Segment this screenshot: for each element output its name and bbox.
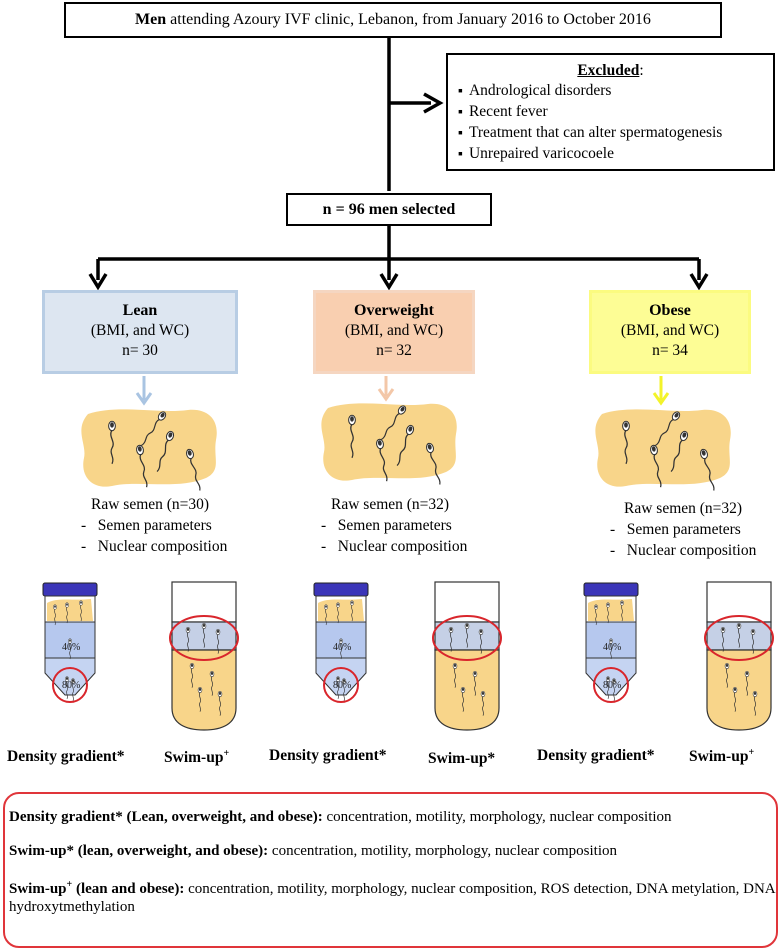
semen-sample-overweight xyxy=(321,403,456,485)
label-80-lean: 80% xyxy=(62,680,80,691)
summary-heading: Swim-up+ (lean and obese): xyxy=(9,879,185,897)
excluded-item: Treatment that can alter spermatogenesis xyxy=(458,123,773,144)
method-label-swim-up: Swim-up+ xyxy=(689,747,754,766)
method-label-swim-up: Swim-up* xyxy=(428,749,495,768)
group-criteria: (BMI, and WC) xyxy=(344,322,444,339)
raw-semen-obese: Raw semen (n=32) - Semen parameters - Nu… xyxy=(610,498,756,561)
method-label-swim-up: Swim-up+ xyxy=(164,748,229,767)
summary-text: concentration, motility, morphology, nuc… xyxy=(322,809,672,825)
nuclear-composition: - Nuclear composition xyxy=(610,542,757,559)
label-40-lean: 40% xyxy=(62,642,80,653)
group-count: n= 30 xyxy=(122,342,158,359)
method-label-density-gradient: Density gradient* xyxy=(537,747,655,764)
summary-heading: Density gradient* (Lean, overweight, and… xyxy=(9,809,323,825)
summary-heading: Swim-up* (lean, overweight, and obese): xyxy=(9,843,269,859)
label-80-obese: 80% xyxy=(603,680,621,691)
excluded-box: Excluded: Andrological disorders Recent … xyxy=(446,53,775,171)
swim-up-text: Swim-up xyxy=(164,749,224,767)
swim-up-text: Swim-up xyxy=(689,748,749,766)
excluded-colon: : xyxy=(639,62,644,79)
summary-heading-sup: + xyxy=(66,879,73,890)
summary-heading-post: (lean and obese): xyxy=(72,881,185,897)
nuclear-composition: - Nuclear composition xyxy=(81,538,228,555)
label-40-obese: 40% xyxy=(603,642,621,653)
exclusion-arrowhead xyxy=(423,92,444,114)
group-lean-box: Lean (BMI, and WC) n= 30 xyxy=(42,290,238,374)
arrowhead-overweight xyxy=(379,273,399,291)
summary-swim-up-plus: Swim-up+ (lean and obese): concentration… xyxy=(9,876,776,916)
swim-up-tube-lean xyxy=(170,582,238,730)
summary-box: Density gradient* (Lean, overweight, and… xyxy=(3,792,778,948)
swim-up-mark: + xyxy=(748,747,755,758)
swim-up-tube-obese xyxy=(705,582,773,730)
group-name: Overweight xyxy=(354,302,434,319)
summary-swim-up-star: Swim-up* (lean, overweight, and obese): … xyxy=(9,842,776,860)
swim-up-tube-overweight xyxy=(433,582,501,730)
group-overweight-box: Overweight (BMI, and WC) n= 32 xyxy=(313,290,475,374)
excluded-list: Andrological disorders Recent fever Trea… xyxy=(458,81,773,165)
arrow-overweight-semen xyxy=(377,388,395,402)
label-80-overweight: 80% xyxy=(333,680,351,691)
study-population-box: Men attending Azoury IVF clinic, Lebanon… xyxy=(64,2,722,38)
method-label-density-gradient: Density gradient* xyxy=(7,748,125,765)
selected-box: n = 96 men selected xyxy=(286,193,492,226)
semen-sample-lean xyxy=(81,409,216,491)
group-criteria: (BMI, and WC) xyxy=(90,322,190,339)
semen-sample-obese xyxy=(595,409,730,491)
raw-semen-title: Raw semen (n=30) xyxy=(91,496,210,513)
summary-text: concentration, motility, morphology, nuc… xyxy=(9,881,775,915)
summary-text: concentration, motility, morphology, nuc… xyxy=(268,843,617,859)
semen-parameters: - Semen parameters xyxy=(610,521,741,538)
excluded-title: Excluded xyxy=(577,62,640,79)
arrow-obese-semen xyxy=(652,392,670,406)
group-name: Lean xyxy=(122,302,158,319)
summary-heading-pre: Swim-up xyxy=(9,881,67,897)
group-count: n= 34 xyxy=(652,342,688,359)
arrowhead-obese xyxy=(689,273,709,291)
raw-semen-title: Raw semen (n=32) xyxy=(624,500,743,517)
group-name: Obese xyxy=(649,302,691,319)
nuclear-composition: - Nuclear composition xyxy=(321,538,468,555)
excluded-item: Andrological disorders xyxy=(458,81,773,102)
arrowhead-lean xyxy=(88,273,108,291)
excluded-item: Unrepaired varicocoele xyxy=(458,144,773,165)
top-text: attending Azoury IVF clinic, Lebanon, fr… xyxy=(166,11,651,28)
group-criteria: (BMI, and WC) xyxy=(620,322,720,339)
summary-density-gradient: Density gradient* (Lean, overweight, and… xyxy=(9,808,776,826)
swim-up-mark: + xyxy=(223,748,230,759)
method-label-density-gradient: Density gradient* xyxy=(269,747,387,764)
group-count: n= 32 xyxy=(376,342,412,359)
semen-parameters: - Semen parameters xyxy=(321,517,452,534)
raw-semen-overweight: Raw semen (n=32) - Semen parameters - Nu… xyxy=(321,494,467,557)
group-obese-box: Obese (BMI, and WC) n= 34 xyxy=(589,290,751,374)
top-bold: Men xyxy=(135,11,167,28)
excluded-item: Recent fever xyxy=(458,102,773,123)
label-40-overweight: 40% xyxy=(333,642,351,653)
raw-semen-lean: Raw semen (n=30) - Semen parameters - Nu… xyxy=(81,494,227,557)
swim-up-text: Swim-up* xyxy=(428,750,496,768)
arrow-lean-semen xyxy=(135,392,153,406)
semen-parameters: - Semen parameters xyxy=(81,517,212,534)
raw-semen-title: Raw semen (n=32) xyxy=(331,496,450,513)
